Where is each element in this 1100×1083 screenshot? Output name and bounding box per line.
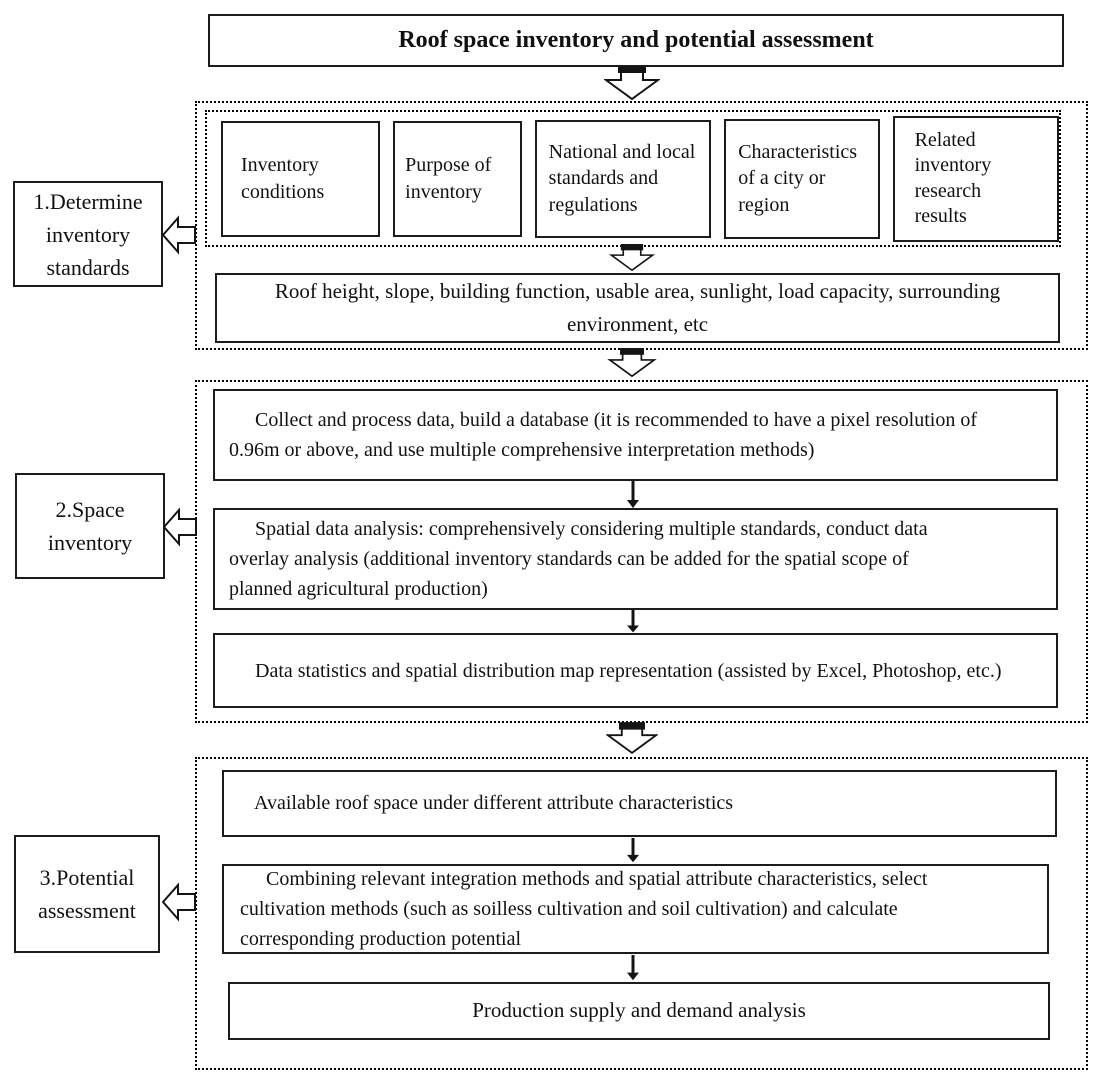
down-block-arrow-icon xyxy=(606,722,658,754)
criteria-text: Inventory conditions xyxy=(241,154,325,203)
step-box-collect-data: Collect and process data, build a databa… xyxy=(213,389,1058,481)
down-thin-arrow-icon xyxy=(627,838,639,863)
down-thin-arrow-icon xyxy=(627,481,639,509)
stage-label-2: 2.Space inventory xyxy=(15,473,165,579)
stage-label-3: 3.Potential assessment xyxy=(14,835,160,953)
step-box-cultivation-potential: Combining relevant integration methods a… xyxy=(222,864,1049,954)
page-title: Roof space inventory and potential asses… xyxy=(398,27,874,53)
title-box: Roof space inventory and potential asses… xyxy=(208,14,1064,67)
step-text: Spatial data analysis: comprehensively c… xyxy=(229,518,928,600)
criteria-text: National and local standards and regulat… xyxy=(548,140,696,216)
stage-label-1: 1.Determine inventory standards xyxy=(13,181,163,287)
standards-result-box: Roof height, slope, building function, u… xyxy=(215,273,1060,343)
down-block-arrow-icon xyxy=(608,244,656,271)
criteria-box-standards-regulations: National and local standards and regulat… xyxy=(534,119,712,238)
criteria-box-related-research: Related inventory research results xyxy=(892,115,1059,242)
section-3-container xyxy=(195,757,1088,1070)
step-box-supply-demand: Production supply and demand analysis xyxy=(228,982,1050,1040)
step-box-statistics-map: Data statistics and spatial distribution… xyxy=(213,633,1058,708)
criteria-text: Purpose of inventory xyxy=(405,154,492,203)
standards-result-text: Roof height, slope, building function, u… xyxy=(274,279,1001,336)
step-box-spatial-analysis: Spatial data analysis: comprehensively c… xyxy=(213,508,1058,610)
left-block-arrow-icon xyxy=(163,507,197,547)
criteria-box-inventory-conditions: Inventory conditions xyxy=(221,120,381,237)
left-block-arrow-icon xyxy=(162,215,196,255)
stage-label-2-text: 2.Space inventory xyxy=(47,497,133,555)
left-block-arrow-icon xyxy=(162,882,196,922)
section-2-container xyxy=(195,380,1088,723)
step-text: Combining relevant integration methods a… xyxy=(240,868,928,950)
down-block-arrow-icon xyxy=(604,66,660,100)
stage-label-1-text: 1.Determine inventory standards xyxy=(33,188,143,280)
step-text: Collect and process data, build a databa… xyxy=(229,409,977,461)
down-thin-arrow-icon xyxy=(627,955,639,981)
step-text: Available roof space under different att… xyxy=(254,792,734,815)
stage-label-3-text: 3.Potential assessment xyxy=(38,865,136,923)
criteria-text: Related inventory research results xyxy=(914,129,992,227)
step-text: Data statistics and spatial distribution… xyxy=(255,659,1002,682)
criteria-row: Inventory conditions Purpose of inventor… xyxy=(205,110,1061,247)
criteria-box-purpose: Purpose of inventory xyxy=(393,120,522,237)
step-text: Production supply and demand analysis xyxy=(472,998,806,1023)
criteria-box-city-characteristics: Characteristics of a city or region xyxy=(724,118,880,239)
down-thin-arrow-icon xyxy=(627,610,639,633)
down-block-arrow-icon xyxy=(607,348,657,377)
step-box-available-roof-space: Available roof space under different att… xyxy=(222,770,1057,837)
criteria-text: Characteristics of a city or region xyxy=(738,140,858,216)
